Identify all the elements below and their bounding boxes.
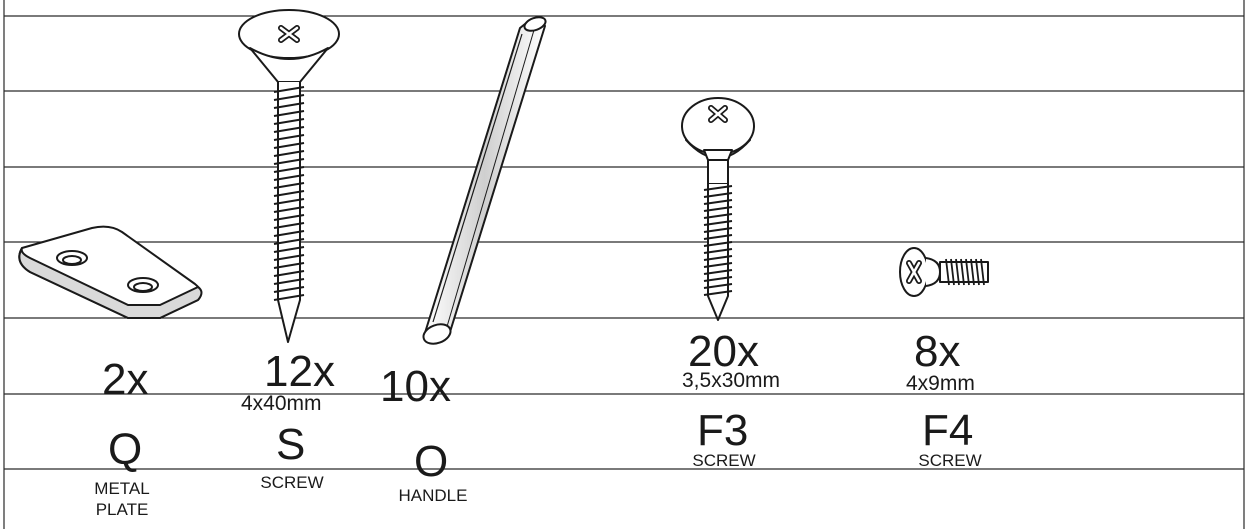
part-q-code: Q	[108, 425, 143, 474]
thread-line	[703, 276, 733, 282]
thread-line	[273, 254, 305, 261]
part-s-code: S	[276, 420, 306, 469]
part-o-quantity: 10x	[380, 362, 451, 411]
thread-line	[703, 262, 733, 268]
part-f4-size: 4x9mm	[906, 372, 975, 395]
thread-line	[273, 262, 305, 269]
thread-line	[703, 206, 733, 212]
thread-line	[273, 150, 305, 157]
washer-head-screw-icon	[681, 97, 755, 321]
part-s-size: 4x40mm	[241, 392, 322, 415]
thread-line	[703, 192, 733, 198]
thread-line	[273, 94, 305, 101]
thread-line	[273, 190, 305, 197]
thread-line	[273, 126, 305, 133]
thread-line	[703, 227, 733, 233]
thread-line	[703, 234, 733, 240]
part-f3-code: F3	[697, 406, 749, 455]
thread-line	[965, 258, 970, 286]
thread-line	[273, 118, 305, 125]
thread-line	[950, 258, 955, 286]
part-f3-quantity: 20x	[688, 327, 759, 376]
thread-line	[273, 230, 305, 237]
thread-line	[273, 246, 305, 253]
thread-line	[273, 294, 305, 301]
guide-lines	[3, 0, 1245, 529]
part-o-name: HANDLE	[398, 486, 468, 505]
thread-line	[273, 174, 305, 181]
thread-line	[703, 283, 733, 289]
part-q-name: METAL PLATE	[82, 480, 162, 518]
thread-line	[273, 158, 305, 165]
thread-line	[273, 198, 305, 205]
part-f3-name: SCREW	[692, 451, 756, 470]
thread-line	[273, 238, 305, 245]
part-q-name-line-2: PLATE	[95, 500, 149, 519]
metal-plate-icon	[18, 225, 203, 319]
thread-line	[703, 220, 733, 226]
thread-line	[970, 258, 975, 286]
part-o-code: O	[414, 437, 449, 486]
handle-rod-icon	[422, 16, 547, 345]
thread-line	[703, 185, 733, 191]
thread-line	[703, 255, 733, 261]
part-s-name: SCREW	[260, 473, 324, 492]
thread-line	[273, 270, 305, 277]
part-f4-quantity: 8x	[914, 327, 961, 376]
thread-line	[273, 286, 305, 293]
part-s-quantity: 12x	[264, 347, 335, 396]
thread-line	[273, 102, 305, 109]
thread-line	[980, 258, 985, 286]
part-q-name-line-1: METAL	[94, 479, 150, 498]
thread-line	[703, 213, 733, 219]
part-f4-code: F4	[922, 406, 974, 455]
part-f3-size: 3,5x30mm	[682, 369, 781, 392]
thread-line	[703, 241, 733, 247]
part-f4-name: SCREW	[918, 451, 982, 470]
thread-line	[703, 248, 733, 254]
thread-line	[945, 258, 950, 286]
part-q-quantity: 2x	[102, 355, 149, 404]
thread-line	[273, 222, 305, 229]
thread-line	[975, 258, 980, 286]
thread-line	[703, 269, 733, 275]
thread-line	[273, 278, 305, 285]
countersunk-screw-icon	[238, 9, 340, 343]
thread-line	[273, 134, 305, 141]
thread-line	[273, 206, 305, 213]
small-screw-icon	[899, 247, 989, 297]
thread-line	[273, 142, 305, 149]
thread-line	[703, 199, 733, 205]
thread-line	[960, 258, 965, 286]
thread-line	[273, 182, 305, 189]
thread-line	[273, 214, 305, 221]
thread-line	[273, 110, 305, 117]
thread-line	[273, 86, 305, 93]
thread-line	[273, 166, 305, 173]
thread-line	[703, 290, 733, 296]
thread-line	[955, 258, 960, 286]
